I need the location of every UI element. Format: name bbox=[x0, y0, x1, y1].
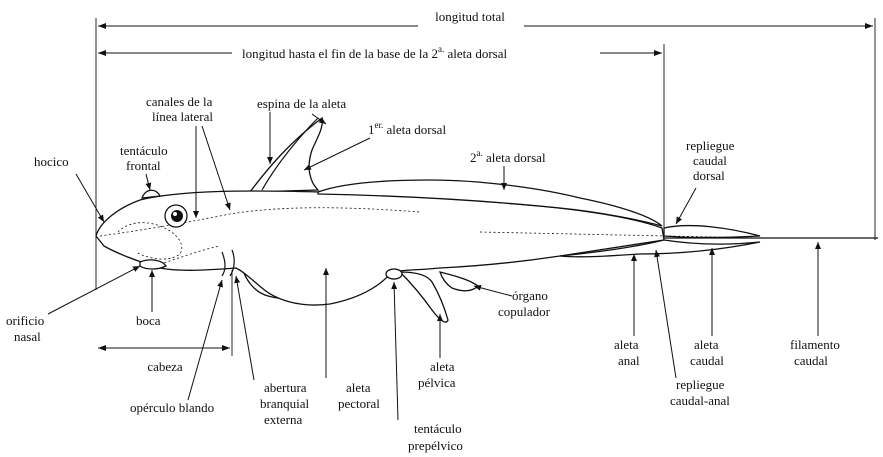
eye-pupil bbox=[171, 210, 183, 222]
label-caudal-anal-fold: repliegue caudal-anal bbox=[656, 250, 730, 408]
fin-spine-label: espina de la aleta bbox=[257, 96, 346, 111]
pelvic-fin-label-1: aleta bbox=[430, 359, 455, 374]
label-pelvic-fin: aleta pélvica bbox=[418, 314, 456, 390]
clasper-label-2: copulador bbox=[498, 304, 551, 319]
first-dorsal-fin-shape bbox=[250, 118, 322, 192]
label-first-dorsal: 1er. aleta dorsal bbox=[304, 120, 446, 170]
label-frontal-tentacle: tentáculo frontal bbox=[120, 143, 168, 190]
label-dorsal-caudal-fold: repliegue caudal dorsal bbox=[676, 138, 735, 224]
caudal-fin-label-2: caudal bbox=[690, 353, 724, 368]
lateral-line-label-2: línea lateral bbox=[152, 109, 213, 124]
label-mouth: boca bbox=[136, 270, 161, 328]
head-length-measure: cabeza bbox=[98, 270, 232, 374]
frontal-tentacle-label-1: tentáculo bbox=[120, 143, 168, 158]
prepelvic-tentacle-shape bbox=[386, 269, 402, 279]
anal-fin-label-1: aleta bbox=[614, 337, 639, 352]
gill-opening-label-1: abertura bbox=[264, 380, 307, 395]
total-length-text: longitud total bbox=[435, 9, 505, 24]
caudal-anal-fold-label-2: caudal-anal bbox=[670, 393, 730, 408]
caudal-anal-fold-label-1: repliegue bbox=[676, 377, 725, 392]
nostril-label-1: orificio bbox=[6, 313, 44, 328]
label-snout: hocico bbox=[34, 154, 104, 222]
caudal-filament-label-2: caudal bbox=[794, 353, 828, 368]
label-caudal-fin: aleta caudal bbox=[690, 248, 724, 368]
label-clasper: órgano copulador bbox=[474, 286, 551, 319]
second-dorsal-label: 2a. aleta dorsal bbox=[470, 148, 546, 165]
dorsal-caudal-fold-label-1: repliegue bbox=[686, 138, 735, 153]
label-anal-fin: aleta anal bbox=[614, 254, 640, 368]
caudal-filament-label-1: filamento bbox=[790, 337, 840, 352]
first-dorsal-label: 1er. aleta dorsal bbox=[368, 120, 446, 137]
dorsal-caudal-fold-label-2: caudal bbox=[693, 153, 727, 168]
lateral-line-label-1: canales de la bbox=[146, 94, 213, 109]
dorsal-base-length-text-a: longitud hasta el fin de la base de la 2… bbox=[242, 44, 507, 61]
fish-body bbox=[96, 118, 878, 322]
snout-label: hocico bbox=[34, 154, 69, 169]
nostril-label-2: nasal bbox=[14, 329, 41, 344]
label-soft-operculum: opérculo blando bbox=[130, 280, 222, 415]
frontal-tentacle-shape bbox=[142, 190, 160, 198]
soft-operculum-label: opérculo blando bbox=[130, 400, 214, 415]
mouth-label: boca bbox=[136, 313, 161, 328]
frontal-tentacle-label-2: frontal bbox=[126, 158, 161, 173]
head-length-text: cabeza bbox=[147, 359, 183, 374]
pelvic-fin-label-2: pélvica bbox=[418, 375, 456, 390]
caudal-fin-label-1: aleta bbox=[694, 337, 719, 352]
clasper-shape bbox=[440, 272, 478, 291]
dorsal-caudal-fold-label-3: dorsal bbox=[693, 168, 725, 183]
label-nostril: orificio nasal bbox=[6, 266, 140, 344]
prepelvic-tentacle-label-1: tentáculo bbox=[414, 421, 462, 436]
eye-highlight bbox=[173, 212, 177, 216]
dorsal-caudal-fold-shape bbox=[664, 226, 760, 238]
pectoral-fin-label-2: pectoral bbox=[338, 396, 380, 411]
anal-fin-label-2: anal bbox=[618, 353, 640, 368]
prepelvic-tentacle-label-2: prepélvico bbox=[408, 438, 463, 453]
pectoral-fin-label-1: aleta bbox=[346, 380, 371, 395]
pelvic-fin-shape bbox=[400, 272, 448, 322]
gill-opening-label-2: branquial bbox=[260, 396, 309, 411]
label-caudal-filament: filamento caudal bbox=[790, 242, 840, 368]
clasper-label-1: órgano bbox=[512, 288, 548, 303]
gill-opening-label-3: externa bbox=[264, 412, 302, 427]
